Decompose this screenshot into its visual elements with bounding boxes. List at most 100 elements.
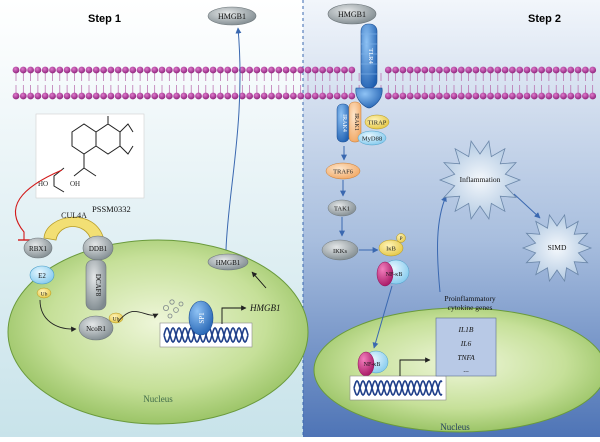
lipid-head [567,66,575,74]
lipid-head [399,92,407,100]
lipid-head [165,92,173,100]
ikb-label: IκB [386,246,396,253]
lipid-head [114,92,122,100]
lipid-head [406,92,414,100]
lipid-head [19,66,27,74]
lipid-head [311,92,319,100]
lipid-head [122,66,129,74]
lipid-head [399,66,407,74]
lipid-head [151,92,159,100]
compound-name: PSSM0332 [92,204,131,214]
tlr4-receptor [355,23,383,109]
tak1-protein [327,199,357,217]
hmgb1-secreted-label: HMGB1 [218,12,246,21]
lipid-head [180,66,188,74]
lipid-head [71,66,78,74]
lipid-head [187,66,195,74]
lipid-head [275,66,283,74]
myd88-label: MyD88 [362,136,382,143]
compound-structure: HO OH [35,113,145,199]
lipid-head [209,92,217,100]
lipid-head [78,92,86,100]
lipid-head [173,66,181,74]
lipid-head [501,92,509,100]
lipid-head [487,66,494,74]
lipid-head [333,66,341,74]
lipid-head [282,92,290,100]
ikks-label: IKKs [333,248,348,255]
lipid-head [260,92,268,100]
lipid-head [78,66,86,74]
lipid-head [552,66,560,74]
lipid-head [144,92,151,100]
lipid-head [41,92,49,100]
lipid-head [136,66,144,74]
tirap-label: TIRAP [368,120,387,127]
cell-membrane [12,66,597,100]
lipid-head [151,66,159,74]
lipid-head [49,66,56,74]
compound-oh-label: OH [70,180,80,188]
lipid-head [129,66,137,74]
lipid-head [384,92,392,100]
hmgb1-nucleus-label: HMGB1 [216,259,241,267]
lipid-head [202,66,210,74]
lipid-head [341,66,348,74]
lipid-head [246,92,254,100]
nfkb-cyto-protein [376,261,394,287]
lipid-head [545,92,553,100]
lipid-head [268,92,275,100]
compound-ho-label: HO [38,180,48,188]
arrow-to-inflammation [437,195,447,293]
hmgb1-export-arrow [225,27,242,251]
hmgb1-ligand-label: HMGB1 [338,10,366,19]
lipid-head [311,66,319,74]
gene-expression-arrow [399,357,431,376]
ncor1-label: NcoR1 [86,325,106,333]
lipid-head [472,66,480,74]
ub-label-e2: Ub [41,292,48,298]
ub-label-ncor1: Ub [113,317,120,323]
degradation-arrow [117,311,159,323]
right-dna [349,375,447,401]
lipid-head [71,92,78,100]
inflammation-burst [438,139,522,221]
rbx1-protein [23,237,53,259]
e2-protein [29,265,55,285]
lipid-head [341,92,348,100]
lipid-head [516,92,524,100]
lipid-head [195,66,202,74]
hmgb1-translation-arrow [251,271,267,289]
lipid-head [297,66,305,74]
tak1-label: TAK1 [334,206,350,213]
lipid-head [275,92,283,100]
sp1-label: SP1 [198,312,206,324]
lipid-head [472,92,480,100]
transcription-arrow [221,305,247,324]
lipid-head [414,66,421,74]
inflammation-label: Inflammation [460,175,501,184]
lipid-head [523,92,531,100]
lipid-head [195,92,202,100]
left-nucleus [7,239,309,425]
lipid-head [450,66,458,74]
lipid-head [421,66,429,74]
lipid-head [144,66,151,74]
lipid-head [428,66,436,74]
lipid-head [158,92,166,100]
dcaf8-protein [85,259,107,311]
lipid-head [304,66,312,74]
lipid-head [509,92,516,100]
lipid-head [12,66,20,74]
ncor1-protein [78,315,114,341]
lipid-head [319,92,326,100]
lipid-head [348,66,356,74]
lipid-head [421,92,429,100]
lipid-head [129,92,137,100]
lipid-head [122,92,129,100]
lipid-head [34,66,42,74]
lipid-head [268,66,275,74]
lipid-head [457,92,465,100]
lipid-head [333,92,341,100]
